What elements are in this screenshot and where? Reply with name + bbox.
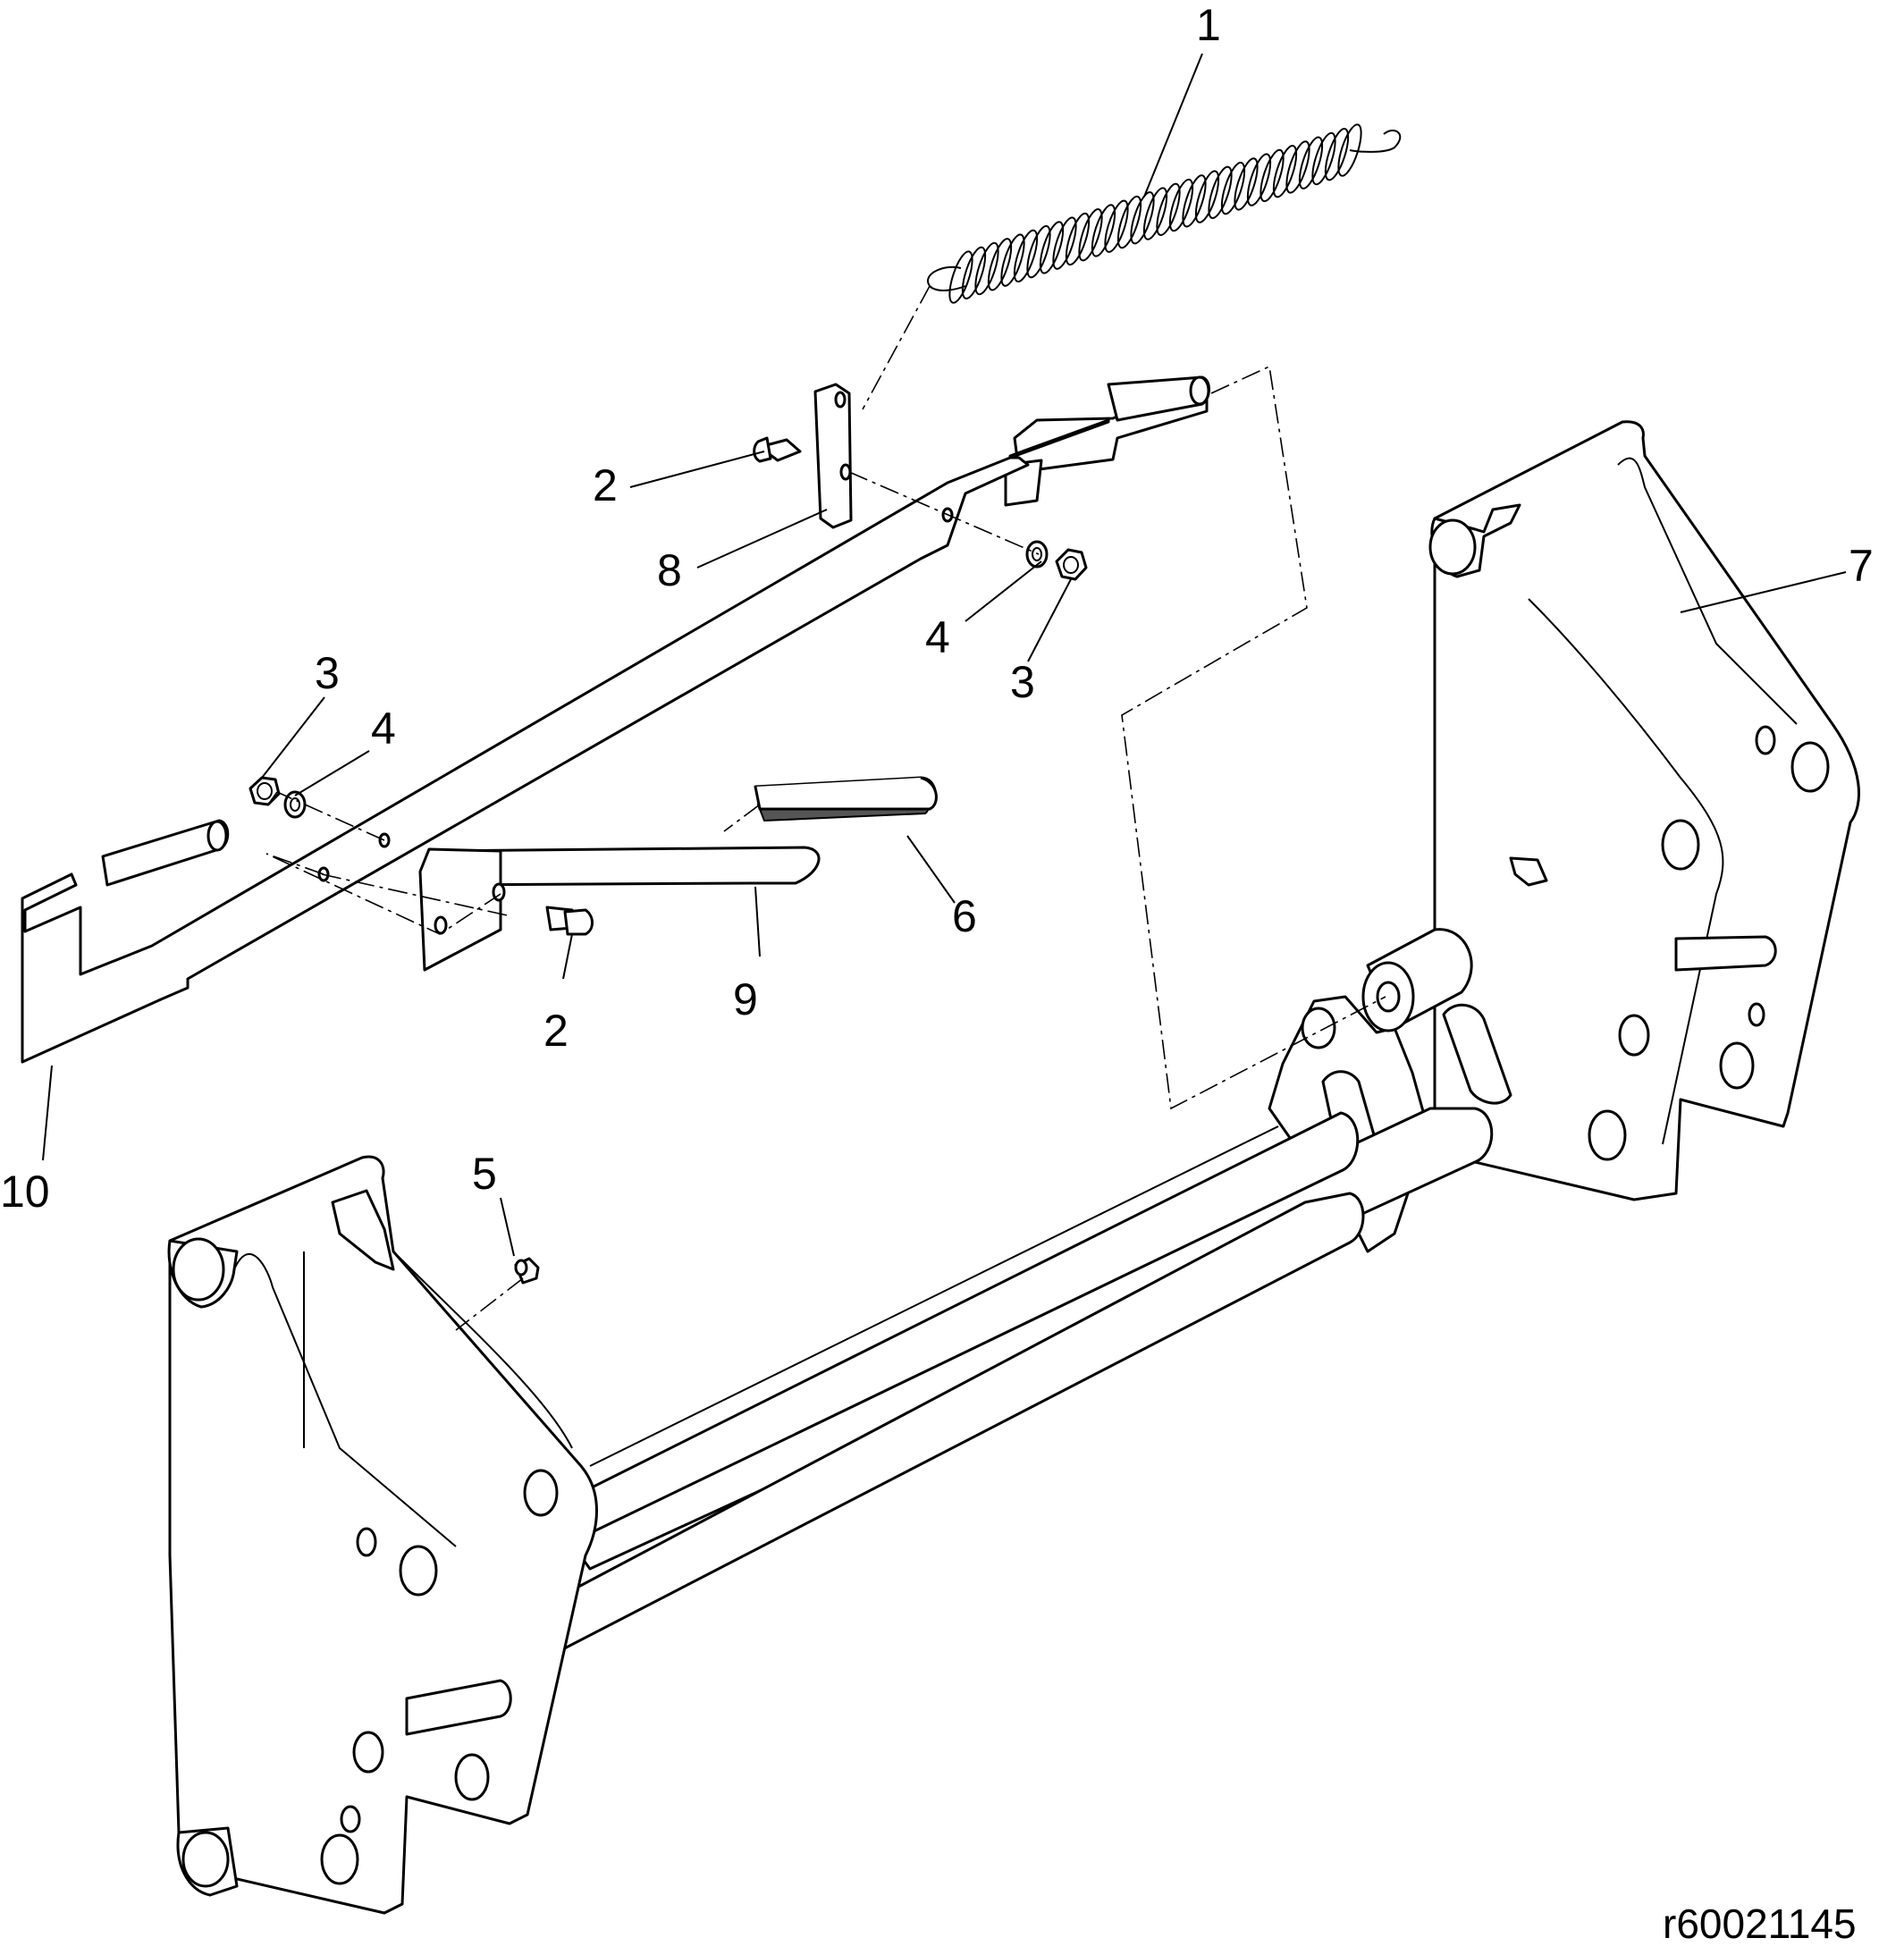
pedal-pad [754,776,938,822]
assembly-lines [265,285,1386,1331]
spring-coil [961,246,987,299]
spring-coil [1298,136,1324,190]
nut-right [1055,548,1088,581]
leader-lines [42,53,1847,1257]
callout-3-left: 3 [315,648,340,698]
callout-8: 8 [657,545,682,595]
spring-coil [987,238,1013,291]
spring-coil [1026,224,1051,279]
quick-attach-frame [167,420,1860,1915]
spring-coil [1142,187,1168,240]
spring-coil [1260,148,1285,203]
callout-6: 6 [952,891,977,941]
bolt-lower [545,906,594,936]
callout-2-upper: 2 [593,460,618,510]
spring-coil [1272,145,1298,198]
callout-1: 1 [1196,0,1221,50]
reference-code: r60021145 [1663,1900,1857,1947]
link-plate [813,383,853,529]
spring-coil [1220,161,1246,215]
spring-coil [974,241,999,296]
extension-spring [927,123,1402,304]
spring-coil [1065,212,1091,266]
spring-coil [1091,204,1116,257]
spring-coil [1337,123,1362,177]
spring-coil [1104,199,1129,253]
spring-coil [1000,233,1025,287]
spring-coil [948,250,973,304]
callout-7: 7 [1849,541,1874,591]
spring-coil [1130,191,1155,245]
spring-coil [1116,195,1142,249]
spring-coil [1311,131,1336,186]
spring-coil [1013,229,1039,282]
spring-coil [1234,157,1259,211]
nut-left [249,776,281,806]
foot-pedal [418,846,821,972]
spring-coil [1052,216,1077,270]
spring-coil [1285,140,1310,194]
spring-coils [948,123,1362,304]
spring-coil [1078,208,1103,262]
spring-coil [1208,165,1233,219]
grease-fitting [514,1257,540,1285]
callout-10: 10 [0,1167,50,1217]
washer-left [283,790,307,819]
spring-coil [1246,153,1272,206]
callout-2-lower: 2 [543,1006,569,1056]
spring-coil [1039,221,1065,274]
callout-4-left: 4 [371,704,396,754]
callout-9: 9 [733,974,758,1024]
bolt-upper [753,436,802,463]
spring-coil [1324,128,1350,181]
spring-coil [1168,178,1194,232]
callout-4-right: 4 [925,612,950,662]
spring-coil [1194,170,1220,223]
spring-coil [1182,174,1207,228]
callout-5: 5 [472,1149,497,1199]
latch-lever [21,375,1210,1064]
spring-coil [1156,182,1181,236]
callout-3-right: 3 [1010,657,1035,707]
